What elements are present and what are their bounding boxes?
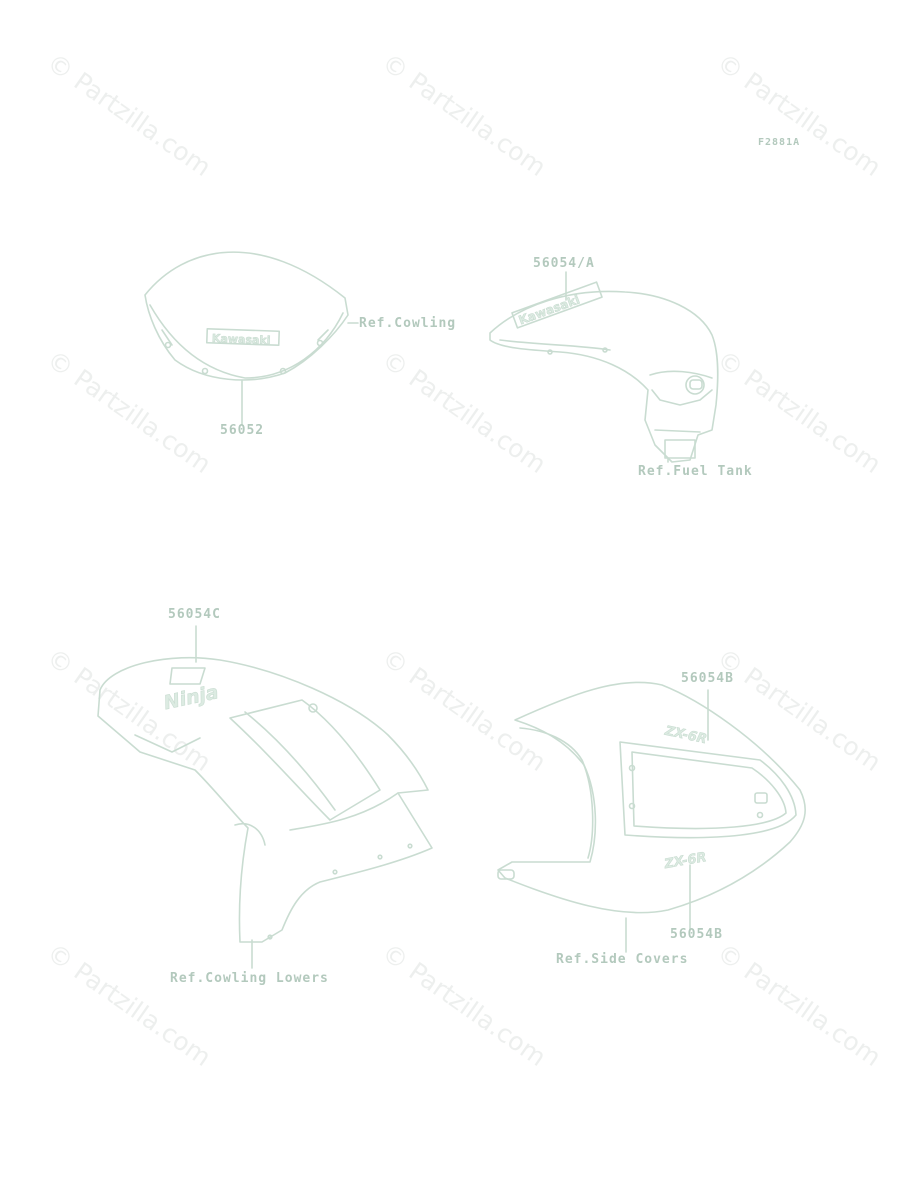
label-ref-cowling-lowers: Ref.Cowling Lowers bbox=[170, 971, 329, 986]
label-part-56052: 56052 bbox=[220, 423, 265, 438]
tank-decal-text: Kawasaki bbox=[517, 292, 582, 327]
figure-code: F2881A bbox=[758, 137, 801, 148]
fuel-tank bbox=[489, 271, 719, 463]
side-cowling bbox=[97, 625, 433, 969]
label-ref-fuel-tank: Ref.Fuel Tank bbox=[638, 464, 753, 479]
label-ref-side-covers: Ref.Side Covers bbox=[556, 952, 689, 967]
label-part-56054b-top: 56054B bbox=[681, 671, 734, 686]
tail-decal-lower-text: ZX-6R bbox=[662, 850, 707, 872]
windscreen bbox=[144, 251, 359, 426]
label-ref-cowling: Ref.Cowling bbox=[359, 316, 457, 331]
cowling-logo-text: Ninja bbox=[162, 681, 221, 714]
label-part-56054a: 56054/A bbox=[533, 256, 595, 271]
tail-decal-upper-text: ZX-6R bbox=[663, 724, 709, 748]
label-part-56054c: 56054C bbox=[168, 607, 221, 622]
label-part-56054b-bottom: 56054B bbox=[670, 927, 723, 942]
tail-cowl bbox=[497, 681, 806, 953]
windscreen-decal-text: Kawasaki bbox=[212, 332, 271, 347]
